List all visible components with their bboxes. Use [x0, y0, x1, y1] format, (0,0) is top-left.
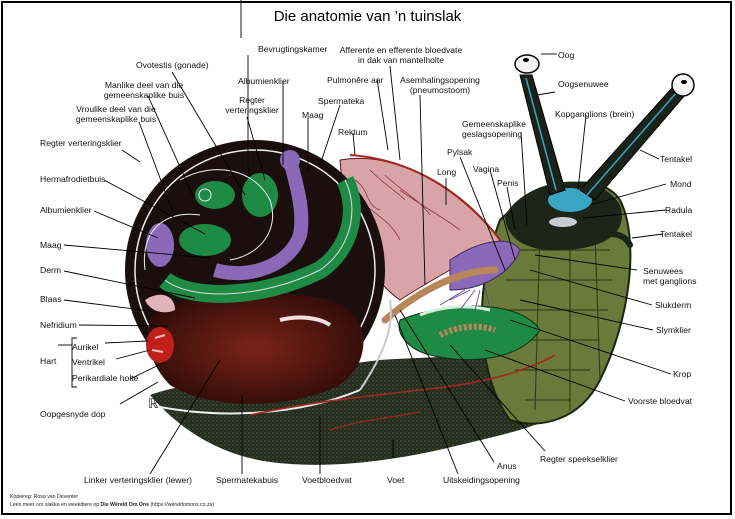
label-tentakel-upper: Tentakel — [660, 154, 693, 164]
eye-right — [671, 73, 695, 97]
label-voorste-bloedvat: Voorste bloedvat — [628, 396, 693, 406]
label-asemhalingsopening: Asemhalingsopening (pneumostoom) — [395, 75, 485, 95]
brain-ganglia — [548, 188, 592, 212]
label-uitskeidingsopening: Uitskeidingsopening — [443, 475, 520, 485]
more-info-prefix: Lees meer oor slakke en weekdiere op — [10, 502, 101, 508]
label-senuwees-line2: met ganglions — [643, 276, 697, 286]
eye-left — [514, 54, 540, 74]
label-aurikel: Aurikel — [72, 342, 99, 352]
ovotestis — [242, 173, 278, 217]
liver — [148, 291, 364, 404]
label-manlike-deel: Manlike deel van die gemeenskaplike buis — [84, 80, 204, 100]
label-hermafrodietbuis: Hermafrodietbuis — [40, 174, 106, 184]
label-senuwees-ganglions: Senuwees met ganglions — [643, 266, 697, 286]
label-long: Long — [437, 167, 457, 177]
label-nefridium: Nefridium — [40, 320, 77, 330]
snail-foot — [150, 315, 601, 465]
label-voet: Voet — [387, 475, 405, 485]
artist-monogram: ℝ — [148, 396, 159, 411]
label-pylsak: Pylsak — [447, 147, 473, 157]
label-albumienklier-top: Albumienklier — [238, 76, 290, 86]
label-slymklier: Slymklier — [656, 325, 691, 335]
label-mond: Mond — [670, 179, 692, 189]
copyright-text: Kopiereg: Rosa van Deventer — [10, 494, 79, 500]
label-afferente-bloedvate: Afferente en efferente bloedvate in dak … — [336, 45, 466, 65]
label-vroulike-line2: gemeenskaplike buis — [75, 114, 157, 124]
label-afferente-line1: Afferente en efferente bloedvate — [339, 45, 463, 55]
label-albumienklier-left: Albumienklier — [40, 205, 92, 215]
stomach — [179, 224, 231, 256]
albumen-gland — [213, 158, 309, 281]
label-derm: Derm — [40, 265, 62, 275]
label-vroulike-deel: Vroulike deel van die gemeenskaplike bui… — [56, 104, 176, 124]
label-oopgesnyde-dop: Oopgesnyde dop — [40, 409, 106, 419]
label-regter-verteringsklier-top: Regter verteringsklier — [212, 95, 292, 115]
label-regter-top-line2: verteringsklier — [225, 105, 279, 115]
label-vroulike-line1: Vroulike deel van die — [76, 104, 156, 114]
label-maag-top: Maag — [302, 110, 324, 120]
label-regter-verteringsklier-left: Regter verteringsklier — [40, 138, 122, 148]
label-asemhaling-line1: Asemhalingsopening — [400, 75, 480, 85]
label-tentakel-lower: Tentakel — [660, 229, 693, 239]
label-ventrikel: Ventrikel — [72, 357, 105, 367]
label-rektum: Rektum — [338, 127, 368, 137]
label-spermateka: Spermateka — [318, 96, 365, 106]
digestive-gland — [195, 181, 235, 209]
label-blaas: Blaas — [40, 294, 62, 304]
reproductive-organs — [449, 240, 521, 291]
label-maag-left: Maag — [40, 240, 62, 250]
label-krop: Krop — [673, 369, 692, 379]
diagram-title: Die anatomie van ’n tuinslak — [273, 8, 462, 25]
label-kopganglions: Kopganglions (brein) — [555, 109, 635, 119]
salivary-gland — [438, 323, 496, 338]
label-regter-speekselklier: Regter speekselklier — [540, 454, 618, 464]
eye-stalk-left — [519, 74, 566, 196]
label-regter-top-line1: Regter — [239, 95, 265, 105]
bladder — [145, 294, 175, 313]
heart — [146, 327, 174, 363]
site-name: Die Wêreld Om Ons — [100, 502, 149, 508]
more-info-text: Lees meer oor slakke en weekdiere op Die… — [10, 502, 214, 508]
site-url[interactable]: (https://wereldomons.co.za) — [150, 502, 215, 508]
radula-shape — [549, 217, 577, 227]
label-manlike-line2: gemeenskaplike buis — [103, 90, 185, 100]
label-gemeenskaplike-line2: geslagsopening — [462, 129, 523, 139]
label-radula: Radula — [665, 205, 693, 215]
label-bevrugtingskamer: Bevrugtingskamer — [258, 44, 328, 54]
label-oog: Oog — [558, 50, 575, 60]
label-anus: Anus — [497, 461, 517, 471]
label-linker-verteringsklier: Linker verteringsklier (lewer) — [84, 475, 192, 485]
mantle-collar — [381, 266, 499, 324]
label-asemhaling-line2: (pneumostoom) — [409, 85, 471, 95]
label-ovotestis: Ovotestis (gonade) — [136, 60, 209, 70]
label-voetbloedvat: Voetbloedvat — [302, 475, 352, 485]
label-vagina: Vagina — [473, 164, 500, 174]
label-perikardiale-holte: Perikardiale holte — [72, 373, 139, 383]
label-afferente-line2: in dak van mantelholte — [358, 55, 444, 65]
leader-lines — [58, 0, 672, 475]
label-oogsenuwee: Oogsenuwee — [558, 79, 609, 89]
label-penis: Penis — [497, 178, 519, 188]
label-manlike-line1: Manlike deel van die — [104, 80, 184, 90]
lower-tentacle — [597, 230, 633, 248]
label-slukderm: Slukderm — [655, 300, 692, 310]
pedal-vessel — [249, 354, 556, 416]
label-gemeenskaplike-geslagsopening: Gemeenskaplike geslagsopening — [462, 119, 526, 139]
stomach-purple — [146, 223, 174, 267]
label-senuwees-line1: Senuwees — [643, 266, 684, 276]
label-pulmonere-aar: Pulmonêre aar — [327, 75, 384, 85]
label-hart: Hart — [40, 356, 57, 366]
label-spermatekabuis: Spermatekabuis — [216, 475, 279, 485]
label-gemeenskaplike-line1: Gemeenskaplike — [462, 119, 527, 129]
